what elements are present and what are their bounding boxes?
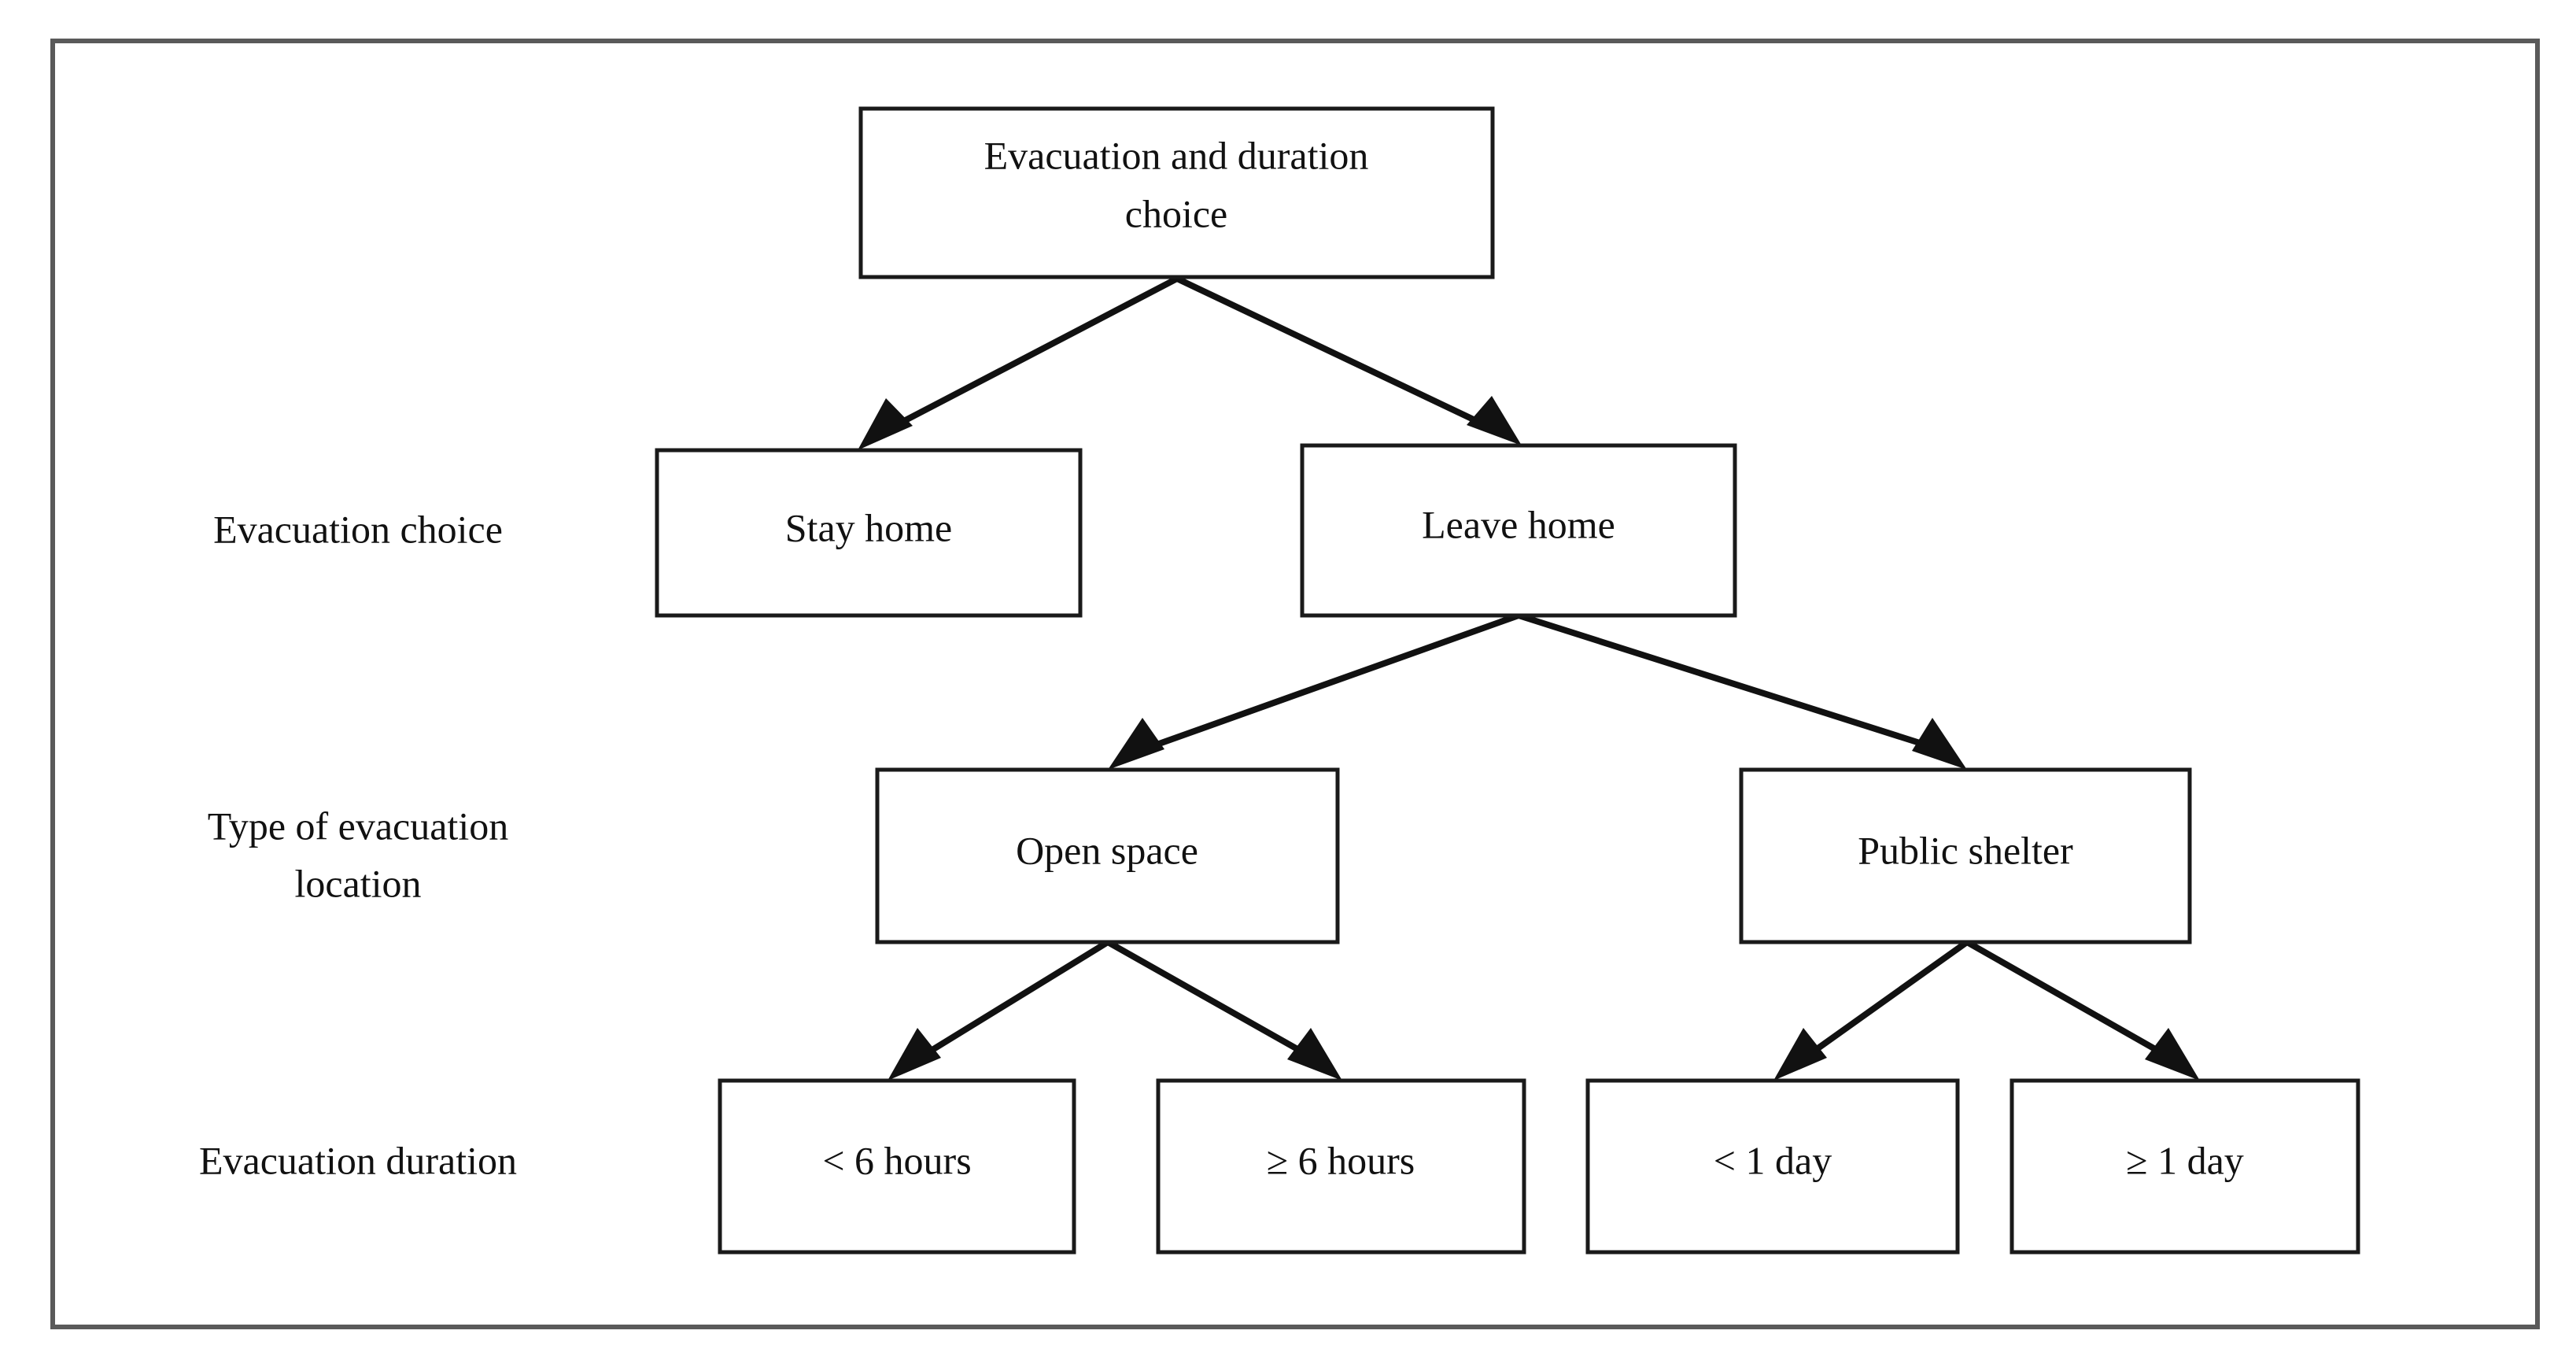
node-lt-1-day-label: < 1 day xyxy=(1714,1138,1832,1182)
row-label-evacuation-duration-text: Evacuation duration xyxy=(199,1138,517,1182)
node-ge-1-day[interactable]: ≥ 1 day xyxy=(2010,1078,2360,1255)
node-open-space-label: Open space xyxy=(1016,828,1198,872)
node-stay-home[interactable]: Stay home xyxy=(655,448,1083,618)
edge-open-space-to-lt-6-hours xyxy=(888,939,1110,1081)
row-label-evacuation-duration: Evacuation duration xyxy=(199,1138,517,1182)
row-label-type-of-evacuation-location-line2: location xyxy=(294,861,421,905)
edge-public-shelter-to-ge-1-day xyxy=(1965,939,2200,1081)
node-lt-6-hours-label: < 6 hours xyxy=(822,1138,971,1182)
node-leave-home-label: Leave home xyxy=(1422,502,1615,546)
node-root-label-line2: choice xyxy=(1125,191,1227,235)
row-label-type-of-evacuation-location: Type of evacuation location xyxy=(208,804,508,905)
node-root-label-line1: Evacuation and duration xyxy=(984,133,1369,177)
node-ge-1-day-label: ≥ 1 day xyxy=(2126,1138,2244,1182)
row-label-type-of-evacuation-location-line1: Type of evacuation xyxy=(208,804,508,848)
node-public-shelter-label: Public shelter xyxy=(1858,828,2073,872)
node-leave-home[interactable]: Leave home xyxy=(1300,443,1737,618)
node-stay-home-label: Stay home xyxy=(785,505,952,549)
figure-outer-frame xyxy=(50,39,2540,1329)
node-lt-6-hours[interactable]: < 6 hours xyxy=(718,1078,1076,1255)
row-label-evacuation-choice: Evacuation choice xyxy=(213,507,503,551)
edge-root-to-leave-home xyxy=(1175,275,1522,445)
edge-public-shelter-to-lt-1-day xyxy=(1773,939,1969,1081)
row-label-evacuation-choice-text: Evacuation choice xyxy=(213,507,503,551)
node-ge-6-hours-label: ≥ 6 hours xyxy=(1267,1138,1415,1182)
edge-leave-home-to-open-space xyxy=(1108,612,1520,770)
node-root[interactable]: Evacuation and duration choice xyxy=(858,106,1495,279)
node-open-space[interactable]: Open space xyxy=(875,767,1340,944)
node-public-shelter[interactable]: Public shelter xyxy=(1739,767,2192,944)
edge-leave-home-to-public-shelter xyxy=(1517,612,1967,770)
edge-root-to-stay-home xyxy=(858,275,1179,450)
edge-open-space-to-ge-6-hours xyxy=(1106,939,1342,1081)
node-ge-6-hours[interactable]: ≥ 6 hours xyxy=(1156,1078,1526,1255)
node-lt-1-day[interactable]: < 1 day xyxy=(1585,1078,1960,1255)
